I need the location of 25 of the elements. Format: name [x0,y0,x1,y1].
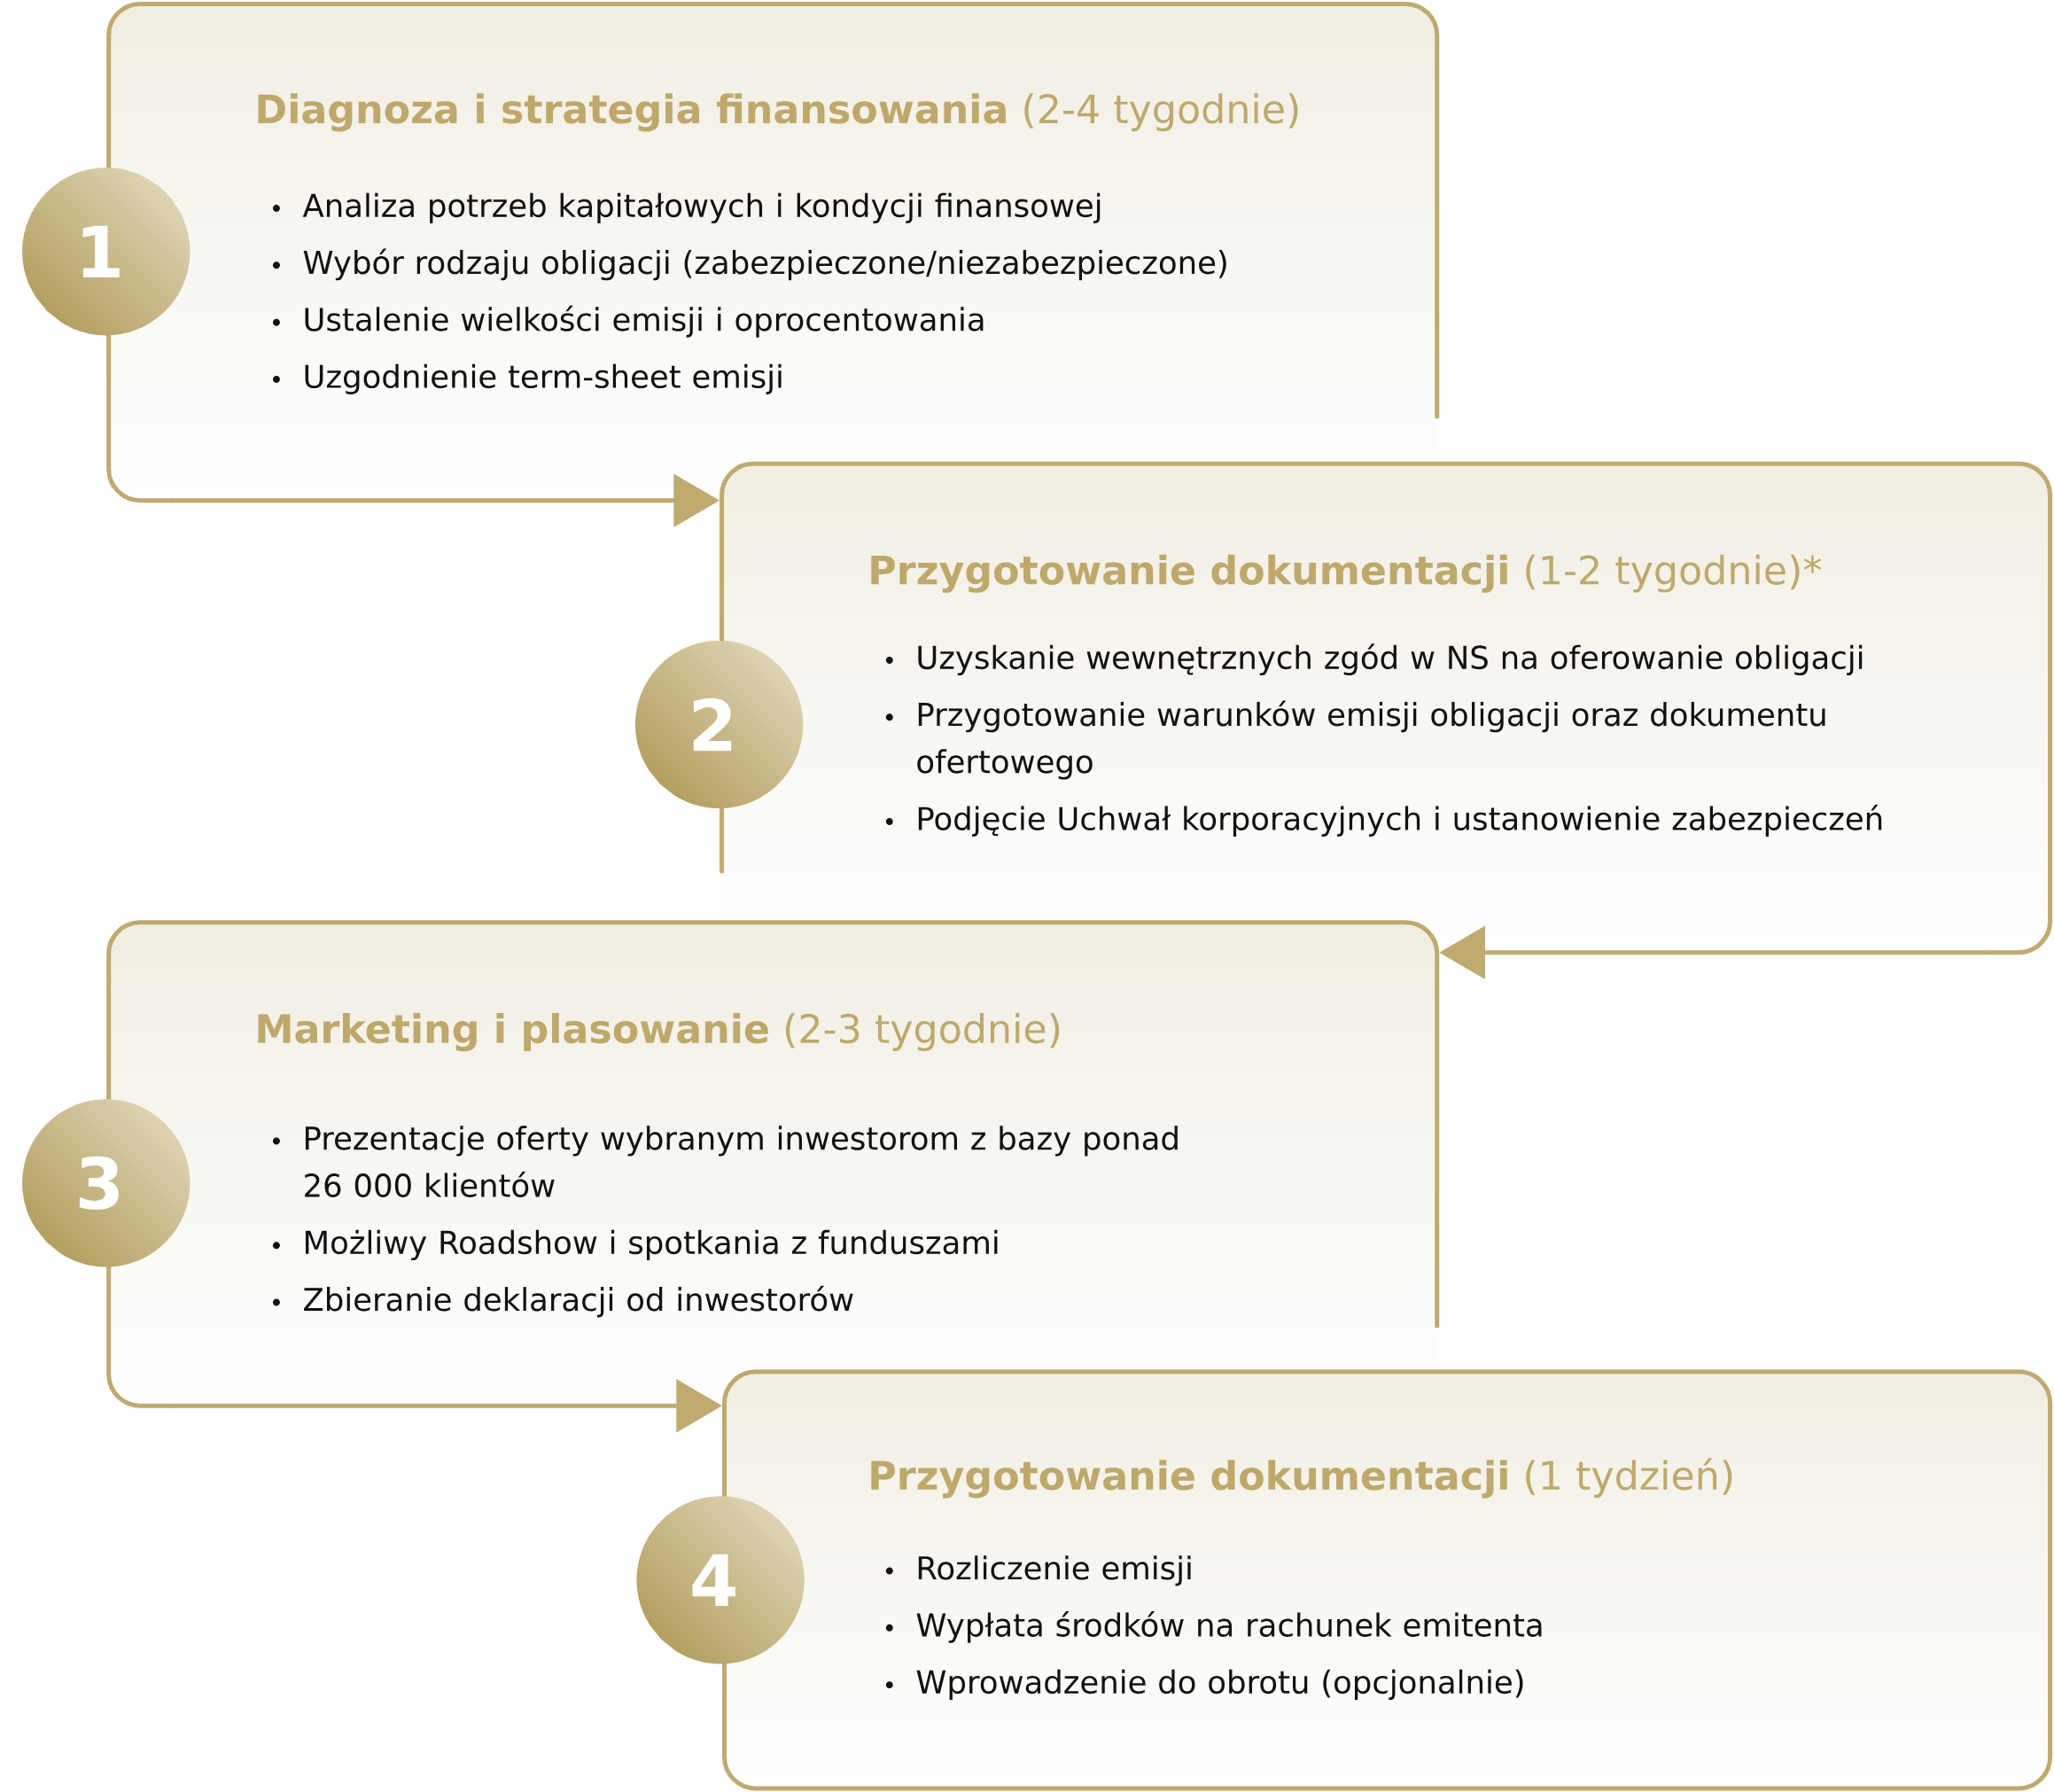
list-item: Możliwy Roadshow i spotkania z funduszami [306,1229,998,1260]
step-circle [22,168,191,336]
list-item: Przygotowanie warunków emisji obligacji oraz dokumentu ofertowego [917,700,1825,780]
step-number: 4 [692,1554,735,1606]
step-heading: Przygotowanie dokumentacji (1 tydzień) [871,1458,1732,1499]
list-item: Zbieranie deklaracji od inwestorów [304,1285,853,1318]
step-heading: Diagnoza i strategia finansowania (2-4 tygodnie) [258,93,1298,132]
list-item: Wybór rodzaju obligacji (zabezpieczone/niezabezpieczone) [303,248,1226,281]
step-circle [635,640,804,808]
list-item: Uzyskanie wewnętrznych zgód w NS na oferowanie obligacji [918,643,1863,675]
list-item: Wypłata środków na rachunek emitenta [916,1610,1542,1643]
list-item: Analiza potrzeb kapitałowych i kondycji finansowej [302,192,1101,223]
list-item: Rozliczenie emisji [918,1555,1191,1586]
step-number: 2 [693,697,732,751]
step-heading: Marketing i plasowanie (2-3 tygodnie) [258,1012,1060,1052]
list-item: Uzgodnienie term-sheet emisji [305,363,782,394]
list-item: Ustalenie wielkości emisji i oprocentowania [305,305,984,338]
step-number: 3 [79,1156,119,1210]
step-heading: Przygotowanie dokumentacji (1-2 tygodnie)* [871,554,1822,593]
step-circle [636,1496,805,1664]
list-item: Wprowadzenie do obrotu (opcjonalnie) [916,1669,1523,1700]
list-item: Podjęcie Uchwał korporacyjnych i ustanowienie zabezpieczeń [918,804,1882,837]
step-number: 1 [82,225,120,277]
list-item: Prezentacje oferty wybranym inwestorom z bazy ponad 26 000 klientów [305,1126,1178,1197]
step-circle [22,1099,191,1267]
